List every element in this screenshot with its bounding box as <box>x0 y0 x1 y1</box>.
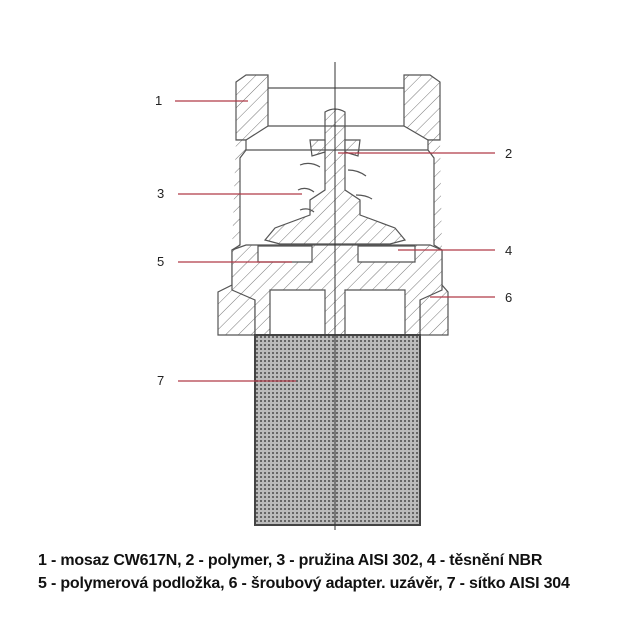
label-7: 7 <box>157 373 165 388</box>
label-1: 1 <box>155 93 163 108</box>
label-3: 3 <box>157 186 165 201</box>
spring <box>297 162 373 213</box>
strainer-mesh <box>254 334 421 526</box>
brass-body-top-left <box>235 74 269 141</box>
stem-guard-left <box>309 139 326 157</box>
seal-right <box>357 245 416 263</box>
label-4: 4 <box>505 243 513 258</box>
brass-body-top-right <box>403 74 441 141</box>
label-2: 2 <box>505 146 513 161</box>
label-5: 5 <box>157 254 165 269</box>
caption-line-1: 1 - mosaz CW617N, 2 - polymer, 3 - pruži… <box>38 552 543 569</box>
caption-line-2: 5 - polymerová podložka, 6 - šroubový ad… <box>38 575 570 592</box>
stem-guard-right <box>344 139 361 157</box>
label-6: 6 <box>505 290 513 305</box>
seal-left <box>257 245 313 263</box>
